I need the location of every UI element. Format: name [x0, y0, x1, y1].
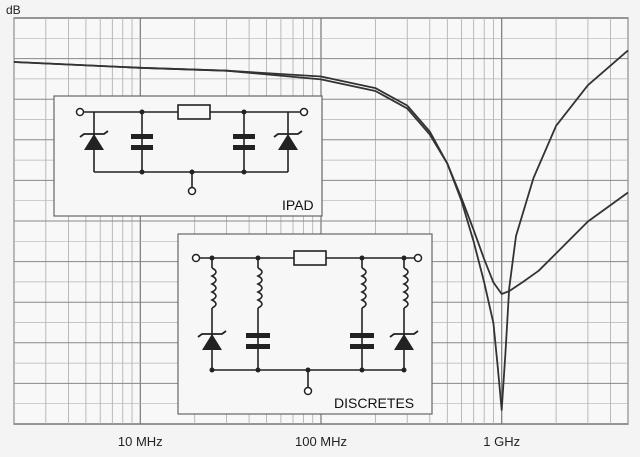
series-line-ipad: [13, 61, 629, 295]
inset-label-ipad: IPAD: [282, 197, 314, 213]
x-tick-label: 1 GHz: [483, 434, 520, 449]
series-lines: [13, 49, 629, 411]
y-axis-label: dB: [6, 3, 21, 17]
ipad-inset: IPAD: [53, 95, 323, 217]
x-tick-labels: 10 MHz 100 MHz 1 GHz: [118, 434, 520, 449]
x-tick-label: 10 MHz: [118, 434, 163, 449]
discretes-inset: DISCRETES: [177, 233, 433, 415]
x-tick-label: 100 MHz: [295, 434, 347, 449]
inset-label-discretes: DISCRETES: [334, 395, 414, 411]
series-line-discretes: [13, 49, 629, 411]
